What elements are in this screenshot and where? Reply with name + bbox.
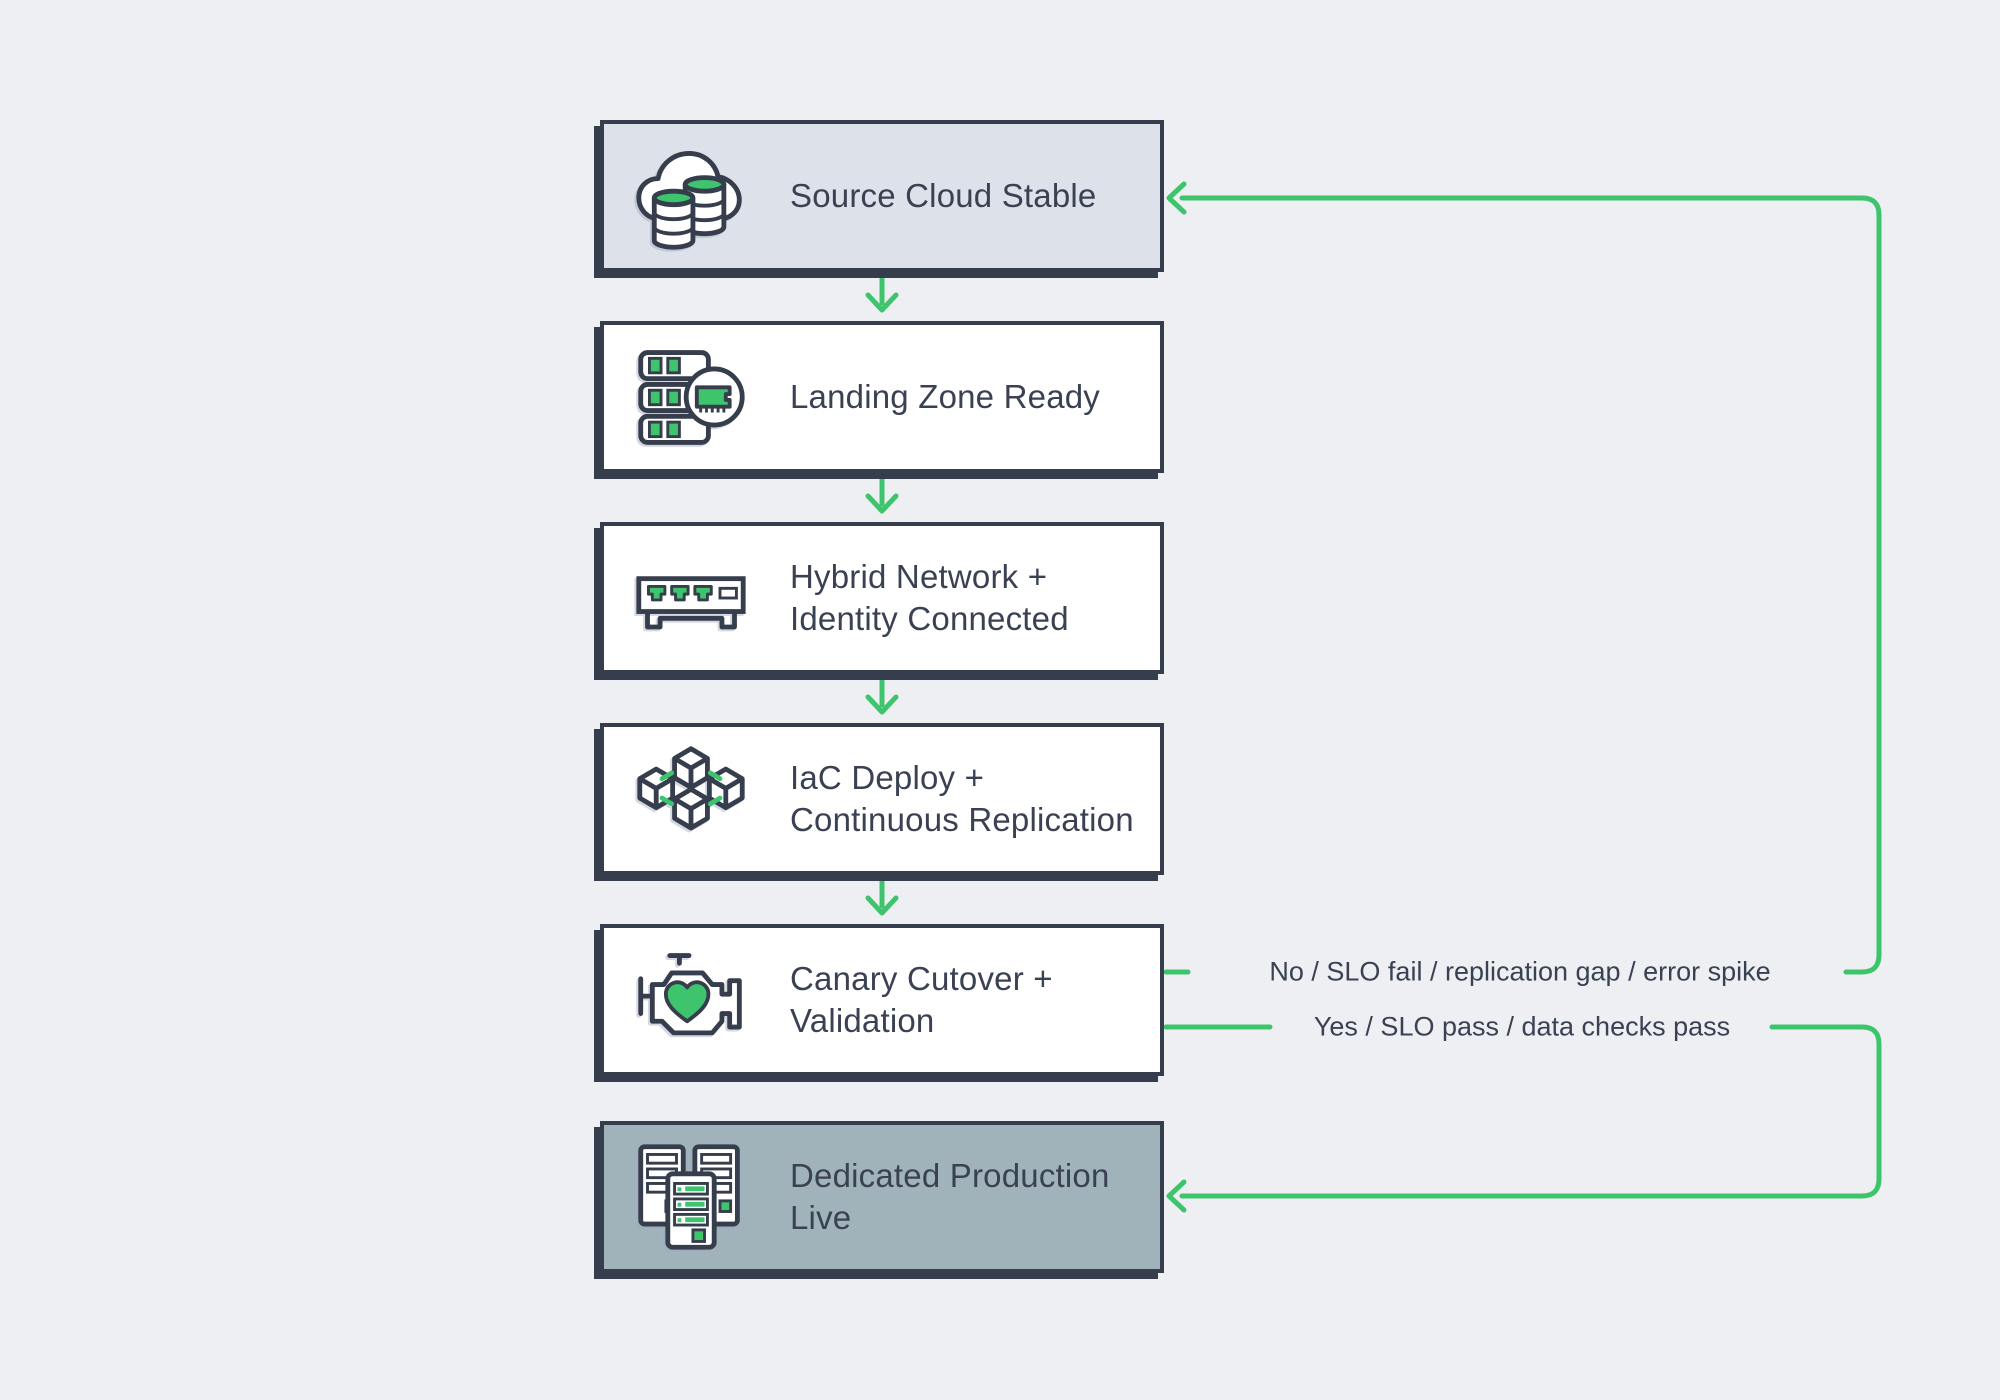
cloud-database-icon [632, 136, 750, 256]
flow-node-canary: Canary Cutover + Validation [600, 924, 1164, 1076]
node-label: Canary Cutover + Validation [790, 960, 1053, 1039]
node-label: Landing Zone Ready [790, 378, 1100, 415]
network-switch-icon [632, 538, 750, 658]
flow-node-landing: Landing Zone Ready [600, 321, 1164, 473]
node-label: Dedicated Production Live [790, 1157, 1110, 1236]
server-rack-icon [632, 1137, 750, 1257]
arrowhead-down-icon [865, 292, 899, 313]
yes-branch-label: Yes / SLO pass / data checks pass [1313, 1011, 1731, 1042]
arrowhead-left-icon [1166, 1179, 1187, 1213]
arrowhead-down-icon [865, 493, 899, 514]
engine-heart-icon [632, 940, 750, 1060]
arrowhead-down-icon [865, 895, 899, 916]
node-label: Source Cloud Stable [790, 177, 1097, 214]
no-edge-loop [1179, 195, 1882, 975]
no-branch-label: No / SLO fail / replication gap / error … [1269, 956, 1771, 987]
flow-node-source: Source Cloud Stable [600, 120, 1164, 272]
cubes-icon [632, 739, 750, 859]
flow-node-iac: IaC Deploy + Continuous Replication [600, 723, 1164, 875]
flow-node-production: Dedicated Production Live [600, 1121, 1164, 1273]
yes-edge-path [1179, 1024, 1882, 1199]
node-label: Hybrid Network + Identity Connected [790, 558, 1069, 637]
arrowhead-down-icon [865, 694, 899, 715]
arrowhead-left-icon [1166, 181, 1187, 215]
flow-node-hybrid: Hybrid Network + Identity Connected [600, 522, 1164, 674]
server-ram-icon [632, 337, 750, 457]
node-label: IaC Deploy + Continuous Replication [790, 759, 1134, 838]
